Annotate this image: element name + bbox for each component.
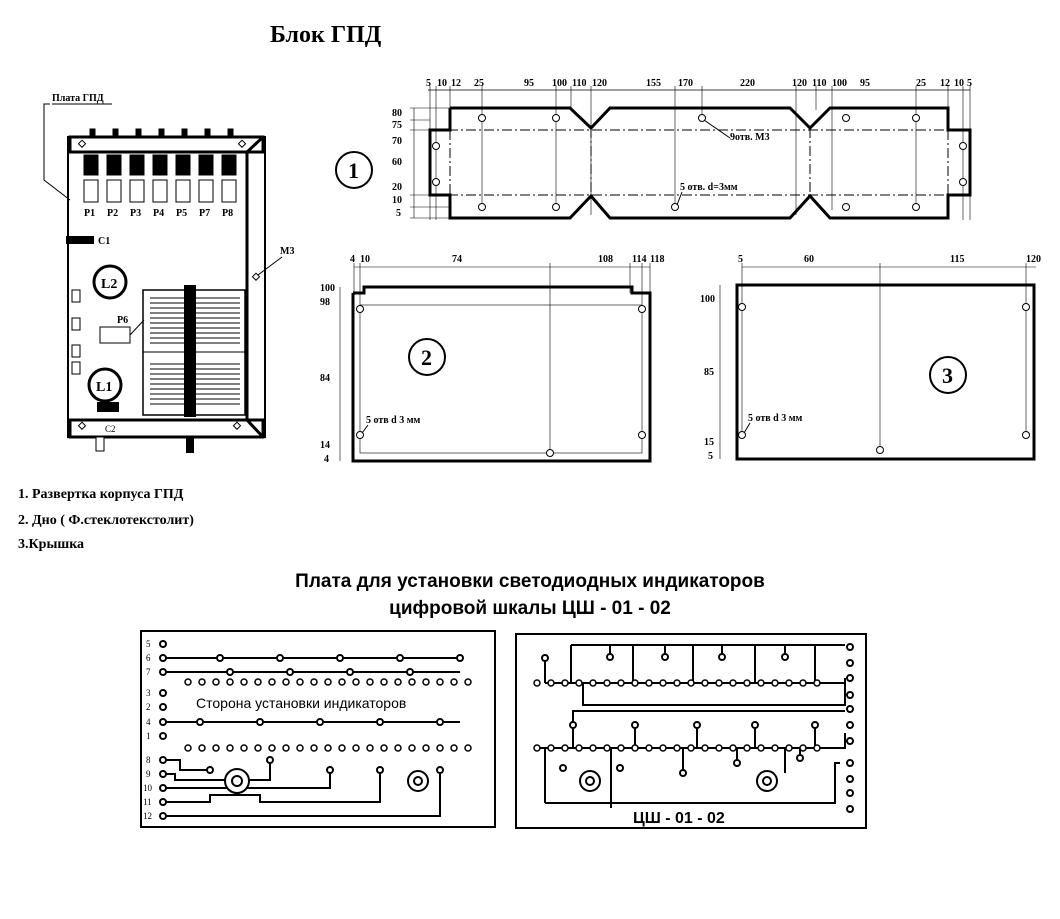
- p3-dim-100: 100: [700, 294, 715, 305]
- p2-dim-4: 4: [350, 254, 355, 265]
- relay-p8-label: P8: [222, 208, 233, 219]
- p3-dim-85: 85: [704, 367, 714, 378]
- p2-dim-74: 74: [452, 254, 462, 265]
- p2-dim-100: 100: [320, 283, 335, 294]
- pin-label-12: 12: [143, 811, 152, 821]
- m3-label: M3: [280, 246, 294, 257]
- p3-dim-115: 115: [950, 254, 964, 265]
- p2-dim-114: 114: [632, 254, 646, 265]
- pin-label-4: 4: [146, 717, 151, 727]
- relay-p2-label: P2: [107, 208, 118, 219]
- dim-left-75: 75: [392, 120, 402, 131]
- page-title: Блок ГПД: [270, 22, 382, 48]
- part3-cover-drawing: 5 60 115 120 100 85 15 5 3 5 отв d 3 мм: [700, 254, 1041, 462]
- dim-top-155: 155: [646, 78, 661, 89]
- pcb-right-track-side: ЦШ - 01 - 02: [515, 633, 867, 829]
- dim-top-110b: 110: [812, 78, 826, 89]
- dim-top-110a: 110: [572, 78, 586, 89]
- dim-top-12b: 12: [940, 78, 950, 89]
- board-label: Плата ГПД: [52, 93, 104, 104]
- part3-note: 5 отв d 3 мм: [748, 413, 803, 424]
- pin-label-10: 10: [143, 783, 153, 793]
- dim-left-60: 60: [392, 157, 402, 168]
- pin-label-1: 1: [146, 731, 151, 741]
- dim-left-70: 70: [392, 136, 402, 147]
- pin-label-3: 3: [146, 688, 151, 698]
- part2-bottom-drawing: 4 10 74 108 114 118 100 98 84 14 4 2 5 о…: [320, 254, 664, 465]
- dim-top-95b: 95: [860, 78, 870, 89]
- part1-number: 1: [348, 158, 359, 183]
- p2-dim-4b: 4: [324, 454, 329, 465]
- part3-number: 3: [942, 363, 953, 388]
- part2-number: 2: [421, 345, 432, 370]
- pin-label-8: 8: [146, 755, 151, 765]
- side-label: Сторона установки индикаторов: [196, 695, 406, 711]
- p2-dim-98: 98: [320, 297, 330, 308]
- dim-left-80: 80: [392, 108, 402, 119]
- p3-dim-60: 60: [804, 254, 814, 265]
- relay-p5-label: P5: [176, 208, 187, 219]
- legend-item-3: 3.Крышка: [18, 537, 85, 552]
- c1-label: C1: [98, 236, 110, 247]
- pin-label-11: 11: [143, 797, 152, 807]
- right-board-label: ЦШ - 01 - 02: [633, 810, 725, 827]
- dim-top-100b: 100: [832, 78, 847, 89]
- p6-label: P6: [117, 315, 128, 326]
- dim-top-95a: 95: [524, 78, 534, 89]
- l1-label: L1: [96, 380, 112, 395]
- part2-note: 5 отв d 3 мм: [366, 415, 421, 426]
- part1-note-d3: 5 отв. d=3мм: [680, 182, 738, 193]
- part1-unfolding-drawing: 1 5 10 12 25 95 100 110 120 155 170 220 …: [335, 78, 972, 220]
- p2-dim-108: 108: [598, 254, 613, 265]
- dim-top-100a: 100: [552, 78, 567, 89]
- dim-top-10b: 10: [954, 78, 964, 89]
- dim-top-10a: 10: [437, 78, 447, 89]
- dim-top-25b: 25: [916, 78, 926, 89]
- legend-item-2: 2. Дно ( Ф.стеклотекстолит): [18, 513, 194, 528]
- relay-p3-label: P3: [130, 208, 141, 219]
- pin-label-5: 5: [146, 639, 151, 649]
- pin-label-9: 9: [146, 769, 151, 779]
- part1-note-m3: 9отв. M3: [730, 132, 770, 143]
- pcb-title-line1: Плата для установки светодиодных индикат…: [295, 571, 765, 592]
- p3-dim-5b: 5: [708, 451, 713, 462]
- pin-label-2: 2: [146, 702, 151, 712]
- relay-p1-label: P1: [84, 208, 95, 219]
- dim-left-10: 10: [392, 195, 402, 206]
- pin-label-6: 6: [146, 653, 151, 663]
- relay-p4-label: P4: [153, 208, 164, 219]
- dim-top-220: 220: [740, 78, 755, 89]
- p3-dim-5: 5: [738, 254, 743, 265]
- dim-top-12a: 12: [451, 78, 461, 89]
- dim-top-170: 170: [678, 78, 693, 89]
- p3-dim-120: 120: [1026, 254, 1041, 265]
- pcb-title-line2: цифровой шкалы ЦШ - 01 - 02: [389, 598, 671, 619]
- dim-left-5: 5: [396, 208, 401, 219]
- pcb-left-component-side: 5 6 7 3 2 4 1 8 9 10 11 12: [140, 630, 496, 828]
- dim-top-25a: 25: [474, 78, 484, 89]
- p2-dim-118: 118: [650, 254, 664, 265]
- dim-top-120a: 120: [592, 78, 607, 89]
- dim-top-5b: 5: [967, 78, 972, 89]
- c2-label: C2: [105, 424, 116, 434]
- legend-item-1: 1. Развертка корпуса ГПД: [18, 487, 184, 502]
- pin-label-7: 7: [146, 667, 151, 677]
- dim-top-120b: 120: [792, 78, 807, 89]
- p3-dim-15: 15: [704, 437, 714, 448]
- gpd-assembly-drawing: Плата ГПД C2 M3 P1 P2 P3 P: [43, 93, 294, 453]
- dim-top-5a: 5: [426, 78, 431, 89]
- l2-label: L2: [101, 277, 117, 292]
- relay-p7-label: P7: [199, 208, 210, 219]
- p2-dim-84: 84: [320, 373, 330, 384]
- p2-dim-14: 14: [320, 440, 330, 451]
- dim-left-20: 20: [392, 182, 402, 193]
- p2-dim-10: 10: [360, 254, 370, 265]
